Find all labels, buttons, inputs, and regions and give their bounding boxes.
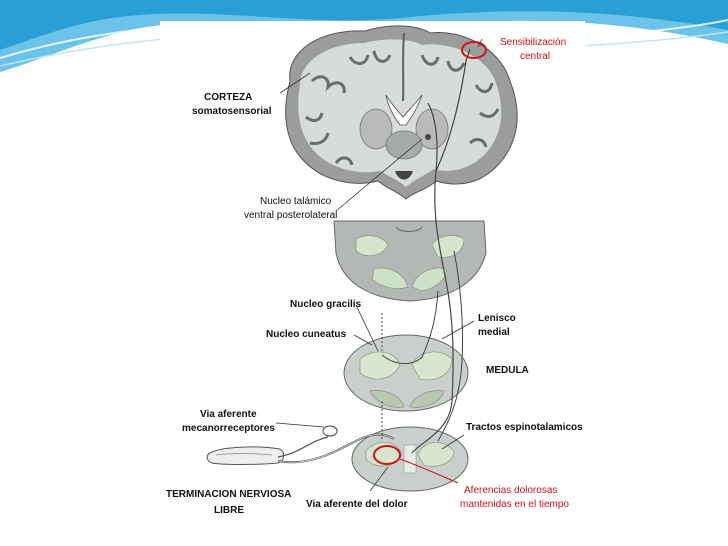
pain-pathway-diagram	[206, 25, 518, 492]
label-nucleo-talamico-line1: Nucleo talámico	[260, 196, 332, 207]
label-nucleo-cuneatus: Nucleo cuneatus	[266, 329, 347, 340]
label-sensibilizacion-line1: Sensibilización	[500, 37, 567, 48]
label-nucleo-gracilis: Nucleo gracilis	[290, 299, 362, 310]
finger-nerve-ending	[206, 436, 329, 465]
label-aferencias-line1: Aferencias dolorosas	[464, 485, 558, 496]
label-via-aferente-line2: mecanorreceptores	[182, 423, 275, 434]
label-lemnisco-line2: medial	[478, 327, 510, 338]
label-via-aferente-line1: Via aferente	[200, 409, 257, 420]
label-terminacion-line1: TERMINACION NERVIOSA	[166, 489, 292, 500]
label-lemnisco-line1: Lenisco	[478, 313, 516, 324]
label-tractos: Tractos espinotalamicos	[466, 422, 583, 433]
label-medula: MEDULA	[486, 365, 529, 376]
brain-coronal-section	[285, 25, 518, 200]
label-aferencias-line2: mantenidas en el tiempo	[460, 499, 569, 510]
neuroanatomy-figure: CORTEZA somatosensorial Sensibilización …	[160, 21, 585, 526]
cortex-highlight-circle	[461, 41, 487, 59]
medulla-section	[333, 220, 487, 302]
label-sensibilizacion-line2: central	[520, 51, 551, 62]
label-terminacion-line2: LIBRE	[214, 505, 244, 516]
label-somatosensorial: somatosensorial	[192, 106, 272, 117]
afferent-pathways	[277, 48, 471, 464]
label-corteza: CORTEZA	[204, 92, 253, 103]
upper-spinal-cord-section	[343, 334, 469, 412]
highlight-circles	[373, 41, 487, 484]
dorsal-horn-highlight-circle	[373, 445, 401, 465]
label-via-dolor: Via aferente del dolor	[306, 499, 408, 510]
label-nucleo-talamico-line2: ventral posterolateral	[244, 210, 338, 221]
leader-lines	[275, 38, 483, 492]
